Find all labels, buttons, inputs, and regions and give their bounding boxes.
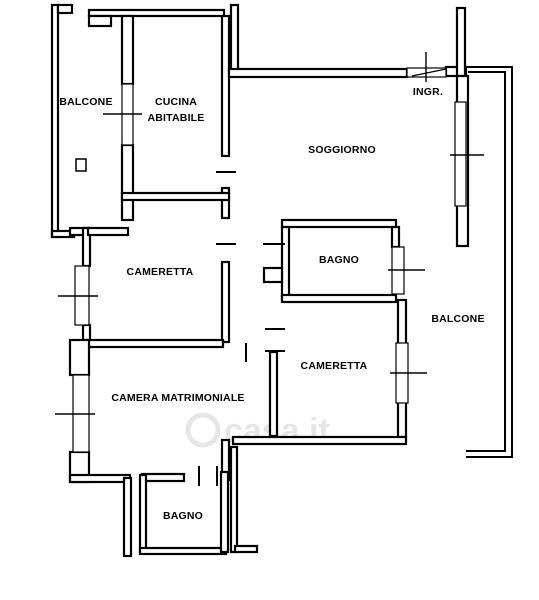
- watermark-logo-icon: [185, 412, 221, 448]
- top-wall-kitchen: [87, 8, 226, 18]
- cameretta2-bottom-wall: [231, 435, 408, 446]
- balcone-kitchen-wall-top: [120, 14, 135, 86]
- top-wall-soggiorno: [227, 67, 409, 79]
- matrimoniale-left-wall-upper: [68, 338, 91, 377]
- balcone-right-inner-wall: [466, 71, 506, 452]
- room-labels: BALCONE CUCINA ABITABILE INGR. SOGGIORNO…: [59, 86, 484, 522]
- window-soggiorno: [454, 101, 467, 207]
- bagno1-left-wall: [280, 225, 291, 301]
- bagno1-right-wall: [390, 225, 401, 249]
- kitchen-bottom-wall: [120, 191, 231, 202]
- bagno2-left-wall: [138, 473, 148, 555]
- balcone-left-outer-wall: [50, 3, 60, 239]
- top-wall-left: [56, 3, 74, 15]
- lower-corridor-wall: [229, 445, 239, 554]
- bagno1-top-wall: [280, 218, 398, 229]
- matrimoniale-left-wall-bottom: [68, 473, 132, 484]
- matrimoniale-bottom-wall: [140, 472, 186, 483]
- label-cameretta-2: CAMERETTA: [301, 360, 368, 372]
- lower-corridor-bottom-wall: [233, 544, 259, 554]
- drain-icon: [75, 158, 87, 172]
- cameretta1-top-wall: [86, 226, 130, 237]
- label-bagno-2: BAGNO: [163, 510, 203, 522]
- corridor-wall-right: [455, 6, 467, 78]
- label-balcone-left: BALCONE: [59, 96, 112, 108]
- label-cucina-line2: ABITABILE: [147, 112, 204, 124]
- hall-stub: [262, 266, 284, 284]
- cameretta1-right-wall: [220, 260, 231, 344]
- bagno2-bottom-wall: [138, 546, 228, 556]
- balcone-kitchen-wall-bottom: [120, 143, 135, 222]
- label-cucina-line1: CUCINA: [155, 96, 197, 108]
- corridor-wall-left: [229, 3, 240, 72]
- label-ingresso: INGR.: [413, 86, 443, 98]
- label-cameretta-1: CAMERETTA: [127, 266, 194, 278]
- label-camera-matrimoniale: CAMERA MATRIMONIALE: [111, 392, 244, 404]
- balcone-right-outer-wall: [466, 66, 513, 458]
- cameretta1-bottom-wall: [81, 338, 225, 349]
- lower-left-wall: [122, 476, 133, 558]
- bagno1-bottom-wall: [280, 293, 398, 304]
- kitchen-right-wall-top: [220, 14, 231, 158]
- label-soggiorno: SOGGIORNO: [308, 144, 376, 156]
- top-wall-stub: [87, 14, 113, 28]
- label-balcone-right: BALCONE: [431, 313, 484, 325]
- windows: [55, 52, 484, 453]
- label-bagno-1: BAGNO: [319, 254, 359, 266]
- bagno2-right-wall: [219, 470, 230, 554]
- cameretta2-left-wall: [268, 350, 279, 438]
- door-marks: [198, 171, 285, 486]
- kitchen-right-wall-bottom: [220, 186, 231, 220]
